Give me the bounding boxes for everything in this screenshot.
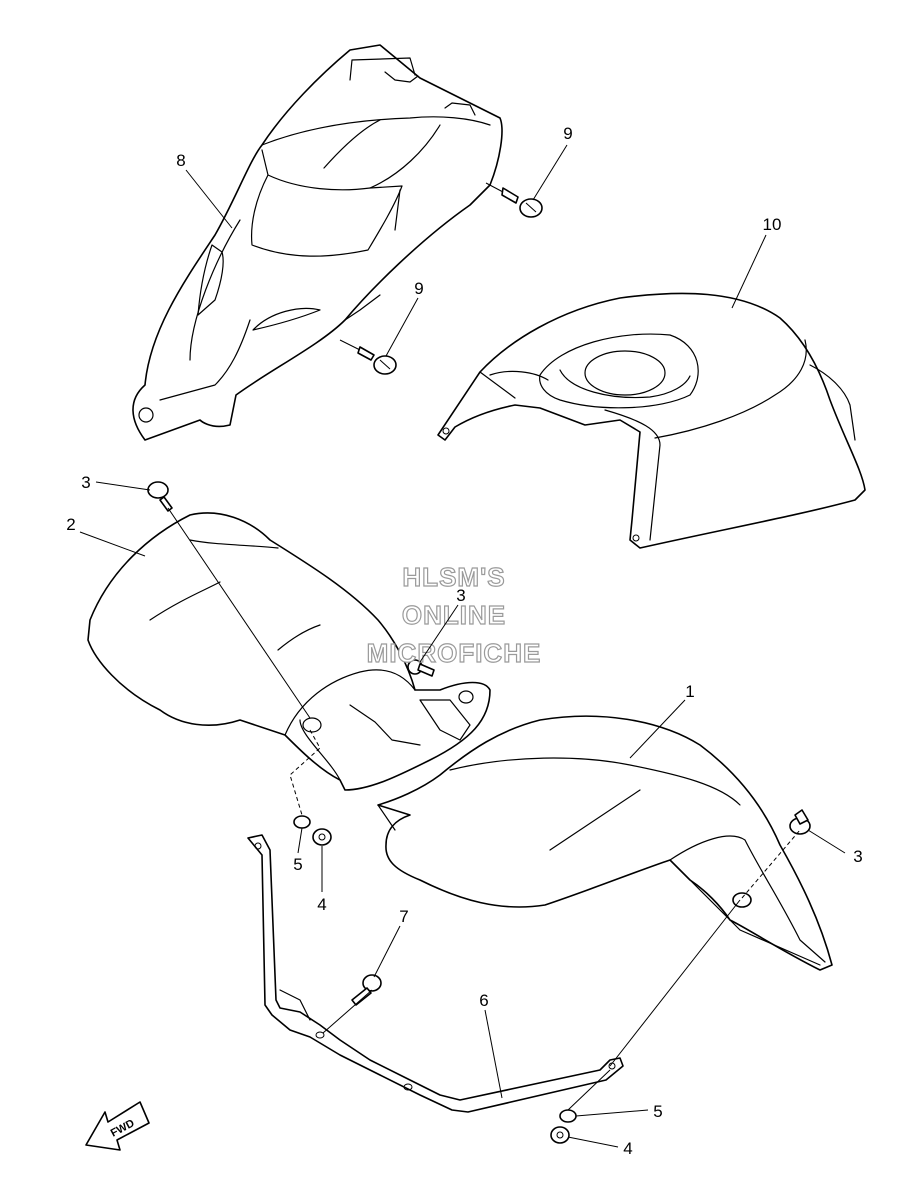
callout-5-right: 5 — [653, 1102, 662, 1121]
callout-3-upper: 3 — [81, 473, 90, 492]
forward-direction-arrow: FWD — [85, 1101, 150, 1151]
screw-part-lower — [339, 339, 397, 375]
callout-labels: 8 9 9 10 3 2 3 1 3 5 4 7 6 5 4 — [66, 124, 862, 1158]
callout-2: 2 — [66, 515, 75, 534]
callout-3-right: 3 — [853, 847, 862, 866]
callout-4-right: 4 — [623, 1139, 632, 1158]
tank-cover-part — [437, 292, 866, 549]
watermark-line-2: ONLINE — [402, 600, 506, 630]
collar-part-5-left — [293, 815, 311, 829]
watermark: HLSM'S ONLINE MICROFICHE — [366, 561, 542, 668]
callout-5-left: 5 — [293, 855, 302, 874]
front-cover-part — [132, 44, 503, 441]
nut-part-4-left — [312, 828, 332, 846]
callout-10: 10 — [763, 215, 782, 234]
callout-4-left: 4 — [317, 895, 326, 914]
bolt-part-3-right — [789, 809, 811, 835]
callout-8: 8 — [176, 151, 185, 170]
callout-3-middle: 3 — [456, 586, 465, 605]
bolt-part-7 — [351, 974, 382, 1006]
assembly-lines — [167, 507, 801, 1111]
bolt-part-3-upper — [147, 481, 173, 512]
callout-6: 6 — [479, 991, 488, 1010]
bolt-part-3-middle — [407, 659, 435, 677]
callout-leaders — [79, 144, 846, 1148]
callout-9-upper: 9 — [563, 124, 572, 143]
callout-1: 1 — [685, 682, 694, 701]
watermark-line-3: MICROFICHE — [367, 638, 542, 668]
rear-fender-part — [377, 715, 833, 971]
nut-part-4-right — [550, 1126, 570, 1144]
callout-7: 7 — [399, 907, 408, 926]
watermark-line-1: HLSM'S — [402, 562, 505, 592]
screw-part-upper — [485, 182, 543, 218]
front-fender-part — [87, 512, 491, 791]
callout-9-lower: 9 — [414, 279, 423, 298]
collar-part-5-right — [559, 1109, 577, 1123]
